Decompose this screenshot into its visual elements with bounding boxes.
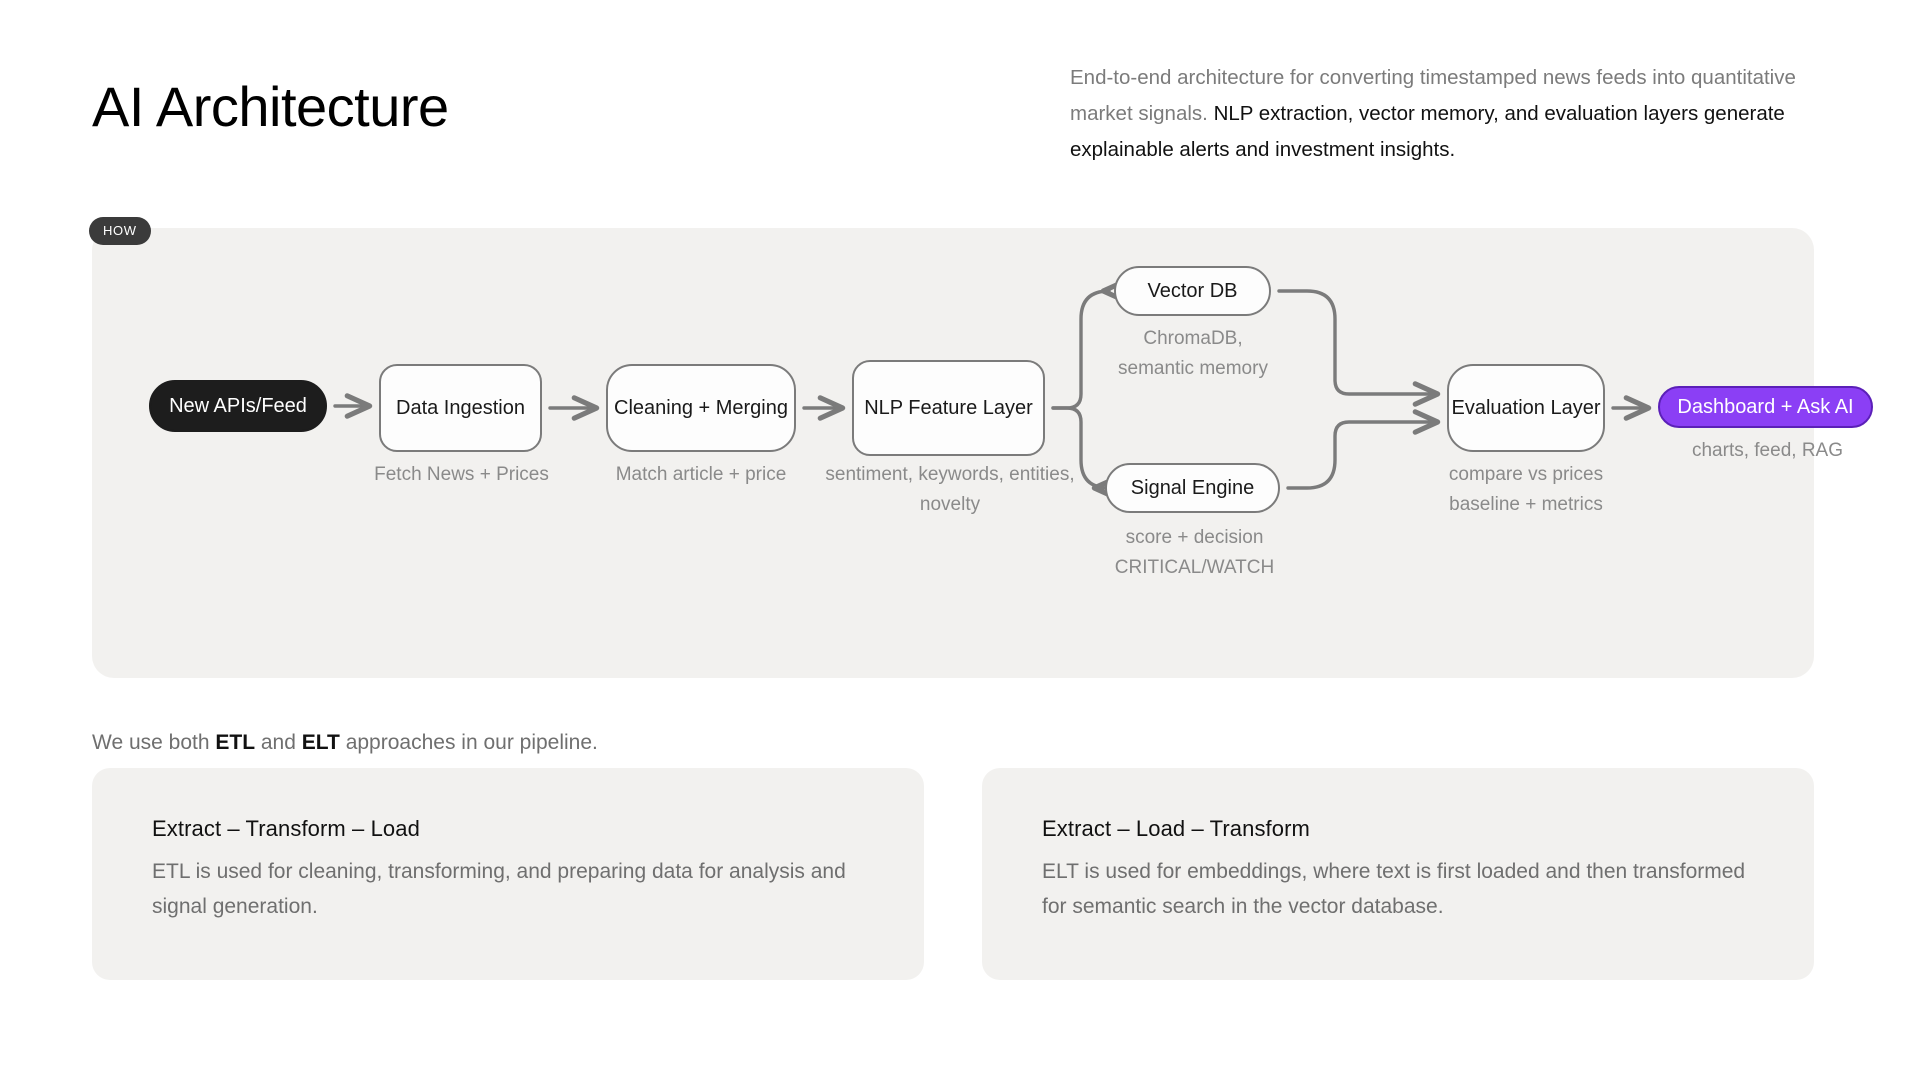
card-etl: Extract – Transform – Load ETL is used f…	[92, 768, 924, 980]
page-description: End-to-end architecture for converting t…	[1070, 58, 1830, 168]
flow-connectors	[333, 278, 1652, 501]
flow-node-nlp-feature-layer[interactable]: NLP Feature Layer	[852, 360, 1045, 456]
etl-elt-note: We use both ETL and ELT approaches in ou…	[92, 728, 598, 757]
etl-note-term-elt: ELT	[301, 731, 340, 754]
connector-nlp-to-vector	[1051, 278, 1129, 410]
flow-caption-cleaning-merging: Match article + price	[615, 464, 787, 485]
etl-elt-cards: Extract – Transform – Load ETL is used f…	[92, 768, 1814, 980]
etl-note-suffix: approaches in our pipeline.	[339, 731, 598, 754]
connector-vector-to-eval	[1277, 289, 1441, 407]
flow-caption-signal-engine: score + decision CRITICAL/WATCH	[1114, 527, 1275, 578]
page-header: AI Architecture End-to-end architecture …	[92, 58, 1830, 168]
card-etl-title: Extract – Transform – Load	[152, 816, 420, 841]
flow-node-signal-engine[interactable]: Signal Engine	[1105, 463, 1280, 513]
flow-caption-evaluation-layer: compare vs prices baseline + metrics	[1448, 464, 1604, 515]
card-elt-body: ELT is used for embeddings, where text i…	[1042, 860, 1746, 918]
flow-diagram: New APIs/Feed Data Ingestion Fetch News …	[92, 228, 1873, 678]
flow-node-dashboard-ask-ai[interactable]: Dashboard + Ask AI	[1658, 386, 1873, 428]
flow-node-evaluation-layer[interactable]: Evaluation Layer	[1447, 364, 1605, 452]
card-elt-title: Extract – Load – Transform	[1042, 816, 1310, 841]
flow-node-data-ingestion[interactable]: Data Ingestion	[379, 364, 542, 452]
flow-node-cleaning-merging[interactable]: Cleaning + Merging	[606, 364, 796, 452]
flow-caption-dashboard-ask-ai: charts, feed, RAG	[1691, 440, 1843, 461]
etl-note-middle: and	[255, 731, 302, 754]
flow-caption-vector-db: ChromaDB, semantic memory	[1118, 328, 1268, 379]
card-etl-body: ETL is used for cleaning, transforming, …	[152, 860, 846, 918]
connector-nlp-to-signal	[1051, 406, 1120, 501]
flow-caption-data-ingestion: Fetch News + Prices	[374, 464, 549, 485]
etl-note-term-etl: ETL	[215, 731, 256, 754]
etl-note-prefix: We use both	[92, 731, 216, 754]
panel-badge-how: HOW	[89, 217, 151, 245]
connector-signal-to-eval	[1286, 409, 1441, 490]
description-strong-part: NLP extraction, vector memory, and evalu…	[1070, 102, 1785, 161]
flow-node-new-apis-feed[interactable]: New APIs/Feed	[149, 380, 327, 432]
page-title: AI Architecture	[92, 75, 449, 138]
architecture-flow-panel: HOW	[89, 217, 1873, 678]
flow-caption-nlp-feature-layer: sentiment, keywords, entities, novelty	[825, 464, 1075, 515]
card-elt: Extract – Load – Transform ELT is used f…	[982, 768, 1814, 980]
description-muted-part: End-to-end architecture for converting t…	[1070, 66, 1796, 125]
flow-node-vector-db[interactable]: Vector DB	[1114, 266, 1271, 316]
